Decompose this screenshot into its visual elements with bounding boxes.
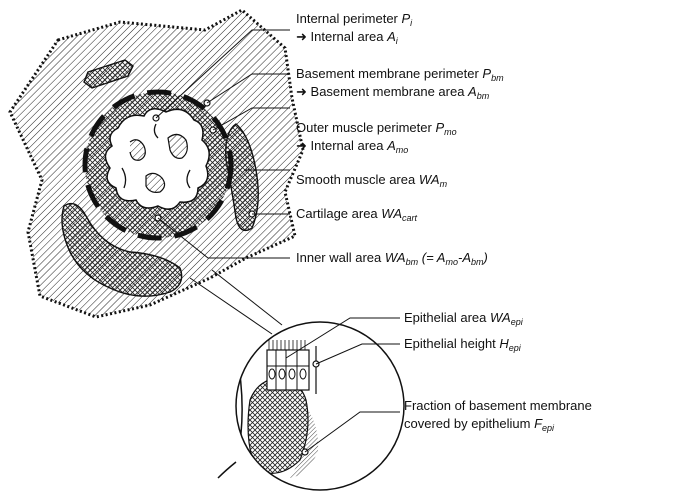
label-internal-perimeter: Internal perimeter Pi	[296, 11, 413, 28]
airway-lumen	[105, 109, 209, 209]
label-outer-muscle-perimeter: Outer muscle perimeter Pmo	[296, 120, 457, 137]
label-cartilage-area: Cartilage area WAcart	[296, 206, 418, 223]
label-internal-area-mo: ➜ Internal area Amo	[296, 138, 408, 155]
inset-submucosa	[248, 378, 308, 473]
label-epithelial-area: Epithelial area WAepi	[404, 310, 524, 327]
inset-epithelium	[267, 350, 309, 390]
label-fraction-line1: Fraction of basement membrane	[404, 398, 592, 413]
inset-outer-curve	[218, 462, 236, 478]
label-epithelial-height: Epithelial height Hepi	[404, 336, 522, 353]
label-internal-area: ➜ Internal area Ai	[296, 29, 399, 46]
label-fraction-line2: covered by epithelium Fepi	[404, 416, 555, 433]
label-smooth-muscle-area: Smooth muscle area WAm	[296, 172, 448, 189]
label-bm-area: ➜ Basement membrane area Abm	[296, 84, 490, 101]
label-inner-wall-area: Inner wall area WAbm (= Amo-Abm)	[296, 250, 488, 267]
label-bm-perimeter: Basement membrane perimeter Pbm	[296, 66, 504, 83]
